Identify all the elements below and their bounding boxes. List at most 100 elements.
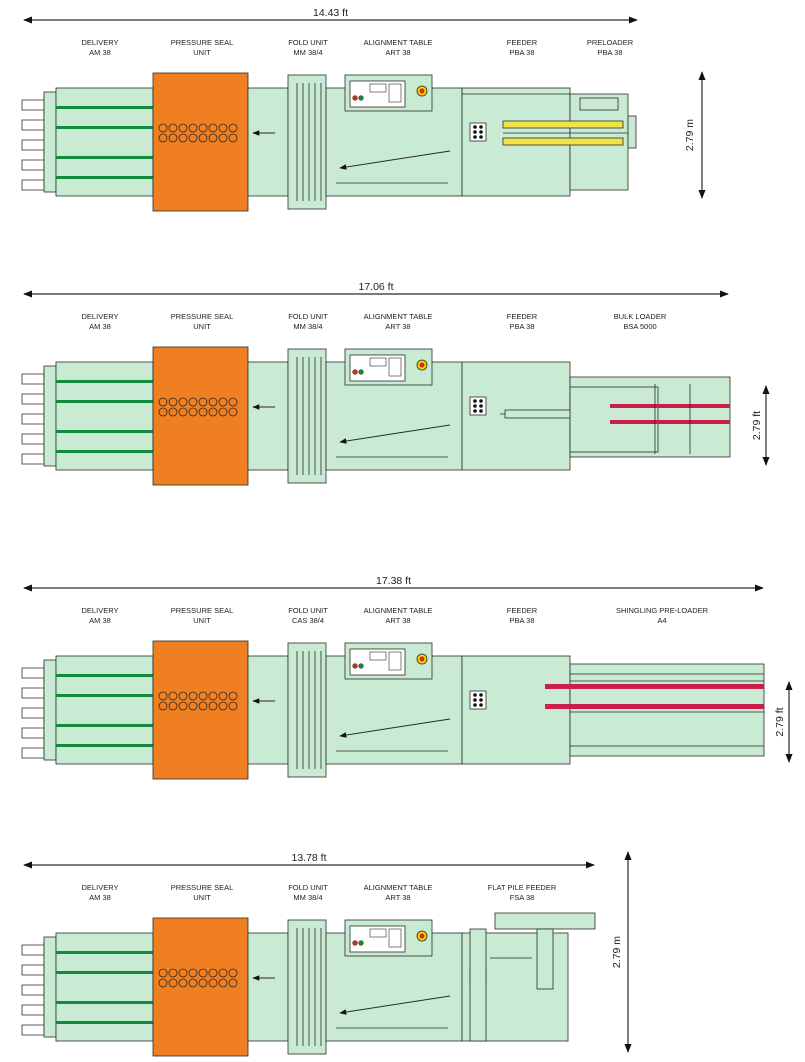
seal-roller [218, 691, 228, 701]
module-model: BSA 5000 [623, 322, 656, 331]
feeder-sensor-dot [479, 698, 483, 702]
delivery-finger [21, 944, 44, 956]
module-name: DELIVERY [82, 312, 119, 321]
delivery-belt [56, 724, 153, 727]
module-name: FOLD UNIT [288, 312, 328, 321]
delivery-frame [43, 936, 57, 1038]
display-panel [369, 357, 387, 367]
seal-roller [158, 407, 168, 417]
seal-roller [188, 968, 198, 978]
delivery-finger [21, 139, 44, 151]
tail-module [545, 663, 765, 757]
module-name: FEEDER [507, 38, 538, 47]
feeder-sensor-dot [479, 693, 483, 697]
seal-roller [208, 123, 218, 133]
seal-roller [188, 691, 198, 701]
green-lamp [358, 663, 364, 669]
module-model: MM 38/4 [293, 322, 322, 331]
delivery-unit [21, 87, 154, 197]
delivery-finger [21, 964, 44, 976]
module-model: AM 38 [89, 48, 111, 57]
seal-roller [228, 123, 238, 133]
pressure-seal-unit [152, 917, 249, 1057]
feeder-sensor-dot [473, 693, 477, 697]
module-name: DELIVERY [82, 606, 119, 615]
seal-roller [198, 968, 208, 978]
module-model: A4 [657, 616, 666, 625]
display-panel [369, 928, 387, 938]
module-name: SHINGLING PRE-LOADER [616, 606, 709, 615]
transfer-section [247, 361, 289, 471]
delivery-belt [56, 744, 153, 747]
seal-roller [208, 397, 218, 407]
seal-roller [168, 691, 178, 701]
fold-unit [287, 642, 327, 778]
delivery-finger [21, 1024, 44, 1036]
feeder-sensor-dot [479, 404, 483, 408]
red-lamp [352, 95, 358, 101]
module-model: UNIT [193, 893, 211, 902]
transfer-table [247, 932, 289, 1042]
seal-roller [158, 123, 168, 133]
module-name: FEEDER [507, 606, 538, 615]
transfer-table [247, 87, 289, 197]
delivery-table [55, 87, 154, 197]
seal-roller [158, 691, 168, 701]
module-model: ART 38 [385, 322, 410, 331]
width-dimension: 2.79 m [684, 71, 706, 199]
delivery-unit [21, 932, 154, 1042]
module-model: CAS 38/4 [292, 616, 324, 625]
seal-roller [168, 397, 178, 407]
delivery-finger [21, 413, 44, 425]
bulk-loader-rail [610, 404, 730, 408]
module-name: PRELOADER [587, 38, 634, 47]
preloader-top [579, 97, 619, 111]
module-model: PBA 38 [509, 48, 534, 57]
emergency-stop-center [419, 88, 425, 94]
width-dimension: 2.79 ft [774, 681, 793, 763]
module-name: FOLD UNIT [288, 606, 328, 615]
module-name: BULK LOADER [614, 312, 667, 321]
red-lamp [352, 940, 358, 946]
delivery-finger [21, 747, 44, 759]
seal-roller [188, 133, 198, 143]
length-label: 13.78 ft [291, 852, 326, 864]
pressure-seal-unit [152, 640, 249, 780]
delivery-table [55, 655, 154, 765]
delivery-belt [56, 380, 153, 383]
width-label: 2.79 ft [774, 707, 786, 736]
seal-roller [208, 407, 218, 417]
module-name: ALIGNMENT TABLE [364, 312, 433, 321]
delivery-belt [56, 951, 153, 954]
seal-roller [188, 397, 198, 407]
module-name: FEEDER [507, 312, 538, 321]
alignment-table [325, 348, 463, 471]
fold-unit [287, 919, 327, 1055]
pressure-seal-unit [152, 72, 249, 212]
alignment-direction-arrow [339, 150, 451, 170]
delivery-table [55, 361, 154, 471]
delivery-finger [21, 727, 44, 739]
transfer-section [247, 87, 289, 197]
feeder-sensor [469, 690, 487, 710]
delivery-belt [56, 1021, 153, 1024]
seal-roller [178, 397, 188, 407]
green-lamp [358, 940, 364, 946]
feeder-sensor-dot [479, 125, 483, 129]
preloader-rail [502, 137, 624, 146]
delivery-finger [21, 99, 44, 111]
seal-roller [228, 691, 238, 701]
emergency-stop-center [419, 362, 425, 368]
alignment-direction-arrow [339, 995, 451, 1015]
module-name: DELIVERY [82, 883, 119, 892]
seal-roller [178, 123, 188, 133]
fold-unit [287, 348, 327, 484]
module-model: PBA 38 [597, 48, 622, 57]
delivery-belt [56, 176, 153, 179]
transfer-table [247, 655, 289, 765]
feeder-sensor-dot [479, 703, 483, 707]
bulk-loader-carriage [569, 386, 659, 453]
seal-roller [198, 397, 208, 407]
width-label: 2.79 ft [751, 411, 763, 440]
